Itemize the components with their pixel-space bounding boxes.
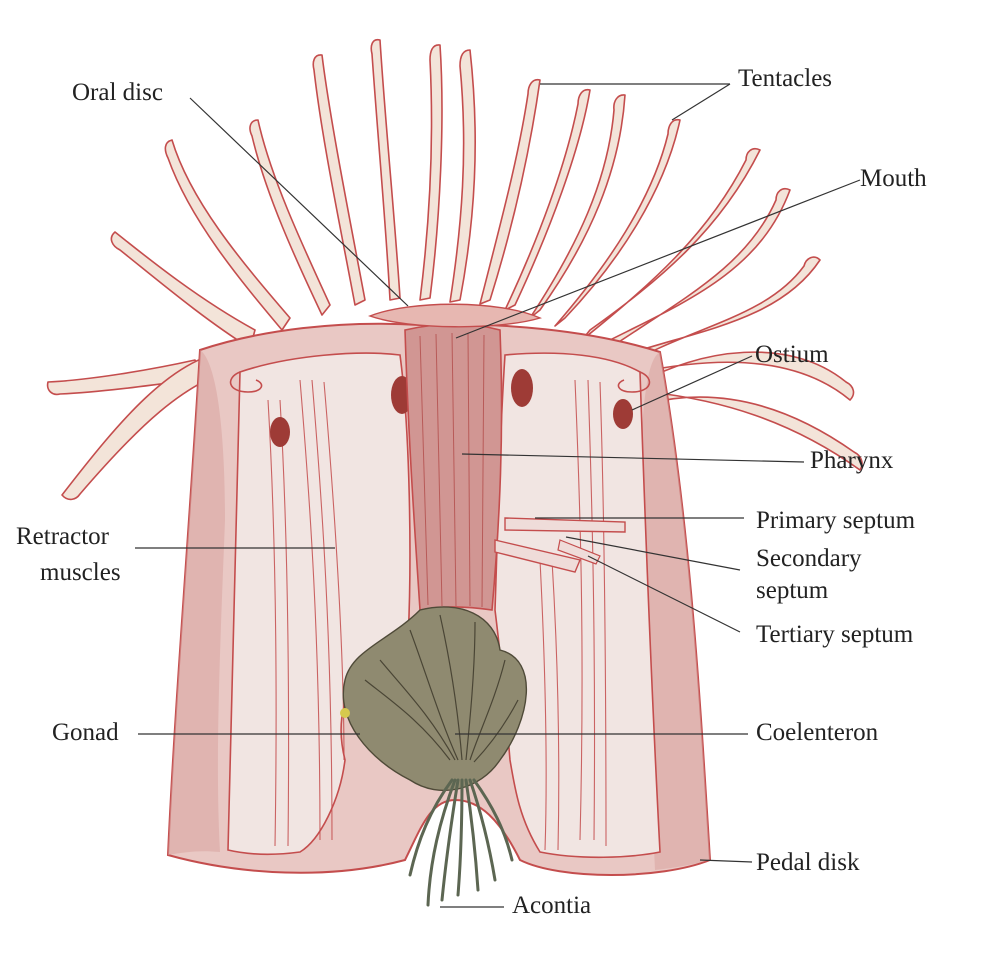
label-primary-septum: Primary septum [756,507,916,534]
tentacle [370,38,401,301]
left-chamber [227,352,411,855]
right-chamber [494,352,661,859]
gonad-spot [340,708,350,718]
label-secondary-septum-line1: Secondary [756,545,862,572]
tentacle [581,147,761,341]
pharynx-folds [419,332,485,608]
leader-ostium [631,355,753,411]
right-wall-shade [640,352,710,870]
label-tertiary-septum: Tertiary septum [756,621,914,648]
label-gonad: Gonad [52,719,119,746]
left-wall-shade [168,350,225,855]
tentacle [46,359,206,396]
primary-septum-bar [504,517,626,533]
leader-mouth [455,179,861,339]
label-mouth: Mouth [860,165,927,192]
label-oral-disc: Oral disc [72,79,163,106]
label-tentacles: Tentacles [738,65,833,92]
gonad-filaments [364,614,519,763]
label-pedal-disk: Pedal disk [756,849,860,876]
tentacle [635,351,855,401]
label-ostium: Ostium [755,341,829,368]
tentacle [449,49,476,303]
label-pharynx: Pharynx [810,447,894,474]
tentacle [110,231,256,349]
tentacle [164,139,291,331]
tentacle [504,88,591,311]
tentacle [312,54,366,306]
leader-secondary-septum [565,536,741,571]
tentacle [249,119,331,316]
ostium-right-1 [511,369,533,407]
label-retractor-muscles-line1: Retractor [16,523,110,550]
ostium-right-2 [613,399,633,429]
label-retractor-muscles-line2: muscles [40,559,121,586]
tentacle [419,44,443,301]
rim-fold-right [617,371,651,393]
leader-tentacles-b [671,83,731,121]
label-coelenteron: Coelenteron [756,719,879,746]
leader-tertiary-septum [587,555,741,633]
secondary-septum-bar [494,539,581,573]
tentacle [554,118,681,327]
body-column [166,303,712,876]
tertiary-septum-bar [557,539,601,565]
label-acontia: Acontia [512,892,592,919]
tentacle [603,187,791,353]
rim-fold-left [229,371,263,393]
pharynx [404,323,503,611]
ostium-left-2 [270,417,290,447]
oral-disc [368,303,543,328]
leader-pedal-disk [699,859,753,863]
tentacle [529,94,626,319]
label-secondary-septum-line2: septum [756,577,829,604]
tentacles-group [46,38,863,501]
acontia-threads [408,778,514,907]
leader-pharynx [461,453,805,463]
tentacle [479,78,541,305]
tentacle [645,391,863,471]
leader-oral-disc [189,97,409,307]
tentacle [61,349,241,501]
septum-lines-right [539,379,607,851]
